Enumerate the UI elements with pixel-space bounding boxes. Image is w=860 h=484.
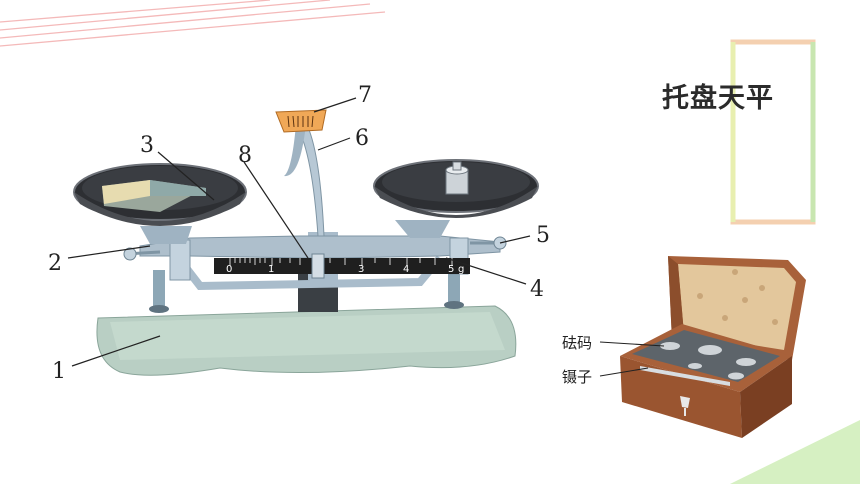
scale-tick-5: 5	[448, 264, 454, 275]
tweezers-label: 镊子	[562, 368, 592, 386]
weights-label: 砝码	[562, 334, 592, 352]
label-6: 6	[355, 126, 369, 151]
scale-tick-4: 4	[403, 264, 409, 275]
label-8: 8	[238, 143, 252, 168]
index-plate	[275, 109, 327, 133]
scale-tick-3: 3	[358, 264, 364, 275]
leader-lines	[67, 97, 531, 367]
decor-lines	[0, 0, 386, 47]
label-2: 2	[48, 251, 62, 276]
scale-tick-0: 0	[226, 264, 232, 275]
object-on-pan	[102, 180, 206, 212]
scale-unit: g	[458, 264, 464, 275]
scale-bar	[214, 258, 470, 274]
label-5: 5	[536, 223, 550, 248]
title-frame	[730, 39, 816, 225]
balance-nut-left	[123, 247, 161, 261]
corner-triangle	[730, 420, 860, 484]
label-3: 3	[140, 133, 154, 158]
scale-tick-1: 1	[268, 264, 274, 275]
rider	[311, 253, 325, 279]
weight-box	[620, 256, 806, 438]
label-1: 1	[52, 359, 66, 384]
weight-on-pan	[445, 161, 469, 195]
page-title: 托盘天平	[662, 83, 774, 114]
label-7: 7	[358, 83, 372, 108]
label-4: 4	[530, 277, 544, 302]
